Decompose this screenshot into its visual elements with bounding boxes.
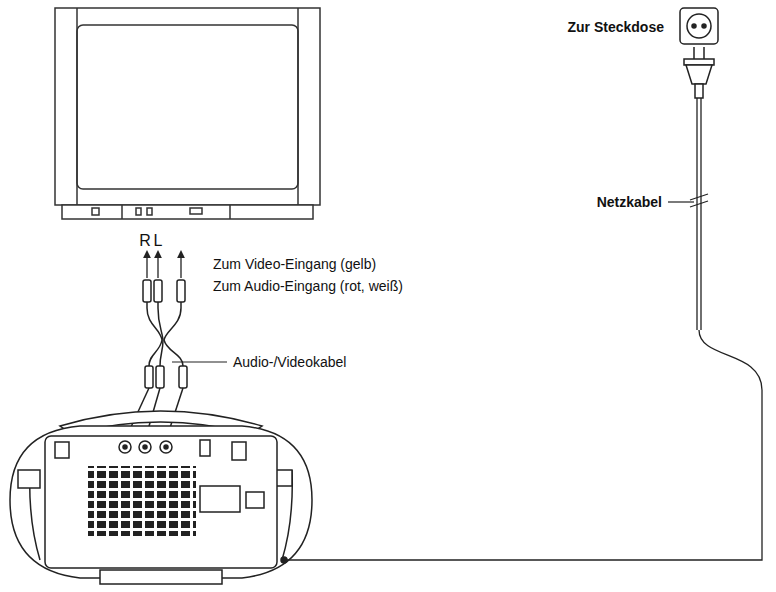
channel-label: L [154, 232, 163, 250]
part-name: Netzkabel [597, 194, 662, 210]
part-name: Zur Steckdose [568, 19, 664, 35]
power-cord [287, 98, 762, 560]
part-name: Audio-/Videokabel [233, 354, 346, 370]
leader-line [668, 201, 694, 202]
tv-set [55, 8, 320, 219]
connection-note: Zum Video-Eingang (gelb) [213, 256, 376, 272]
wall-socket [680, 8, 718, 44]
leader-line [172, 361, 227, 362]
power-plug [684, 47, 714, 98]
connection-note: Zum Audio-Eingang (rot, weiß) [213, 278, 403, 294]
channel-label: R [139, 232, 151, 250]
boombox [10, 411, 312, 584]
input-arrows [147, 254, 181, 278]
